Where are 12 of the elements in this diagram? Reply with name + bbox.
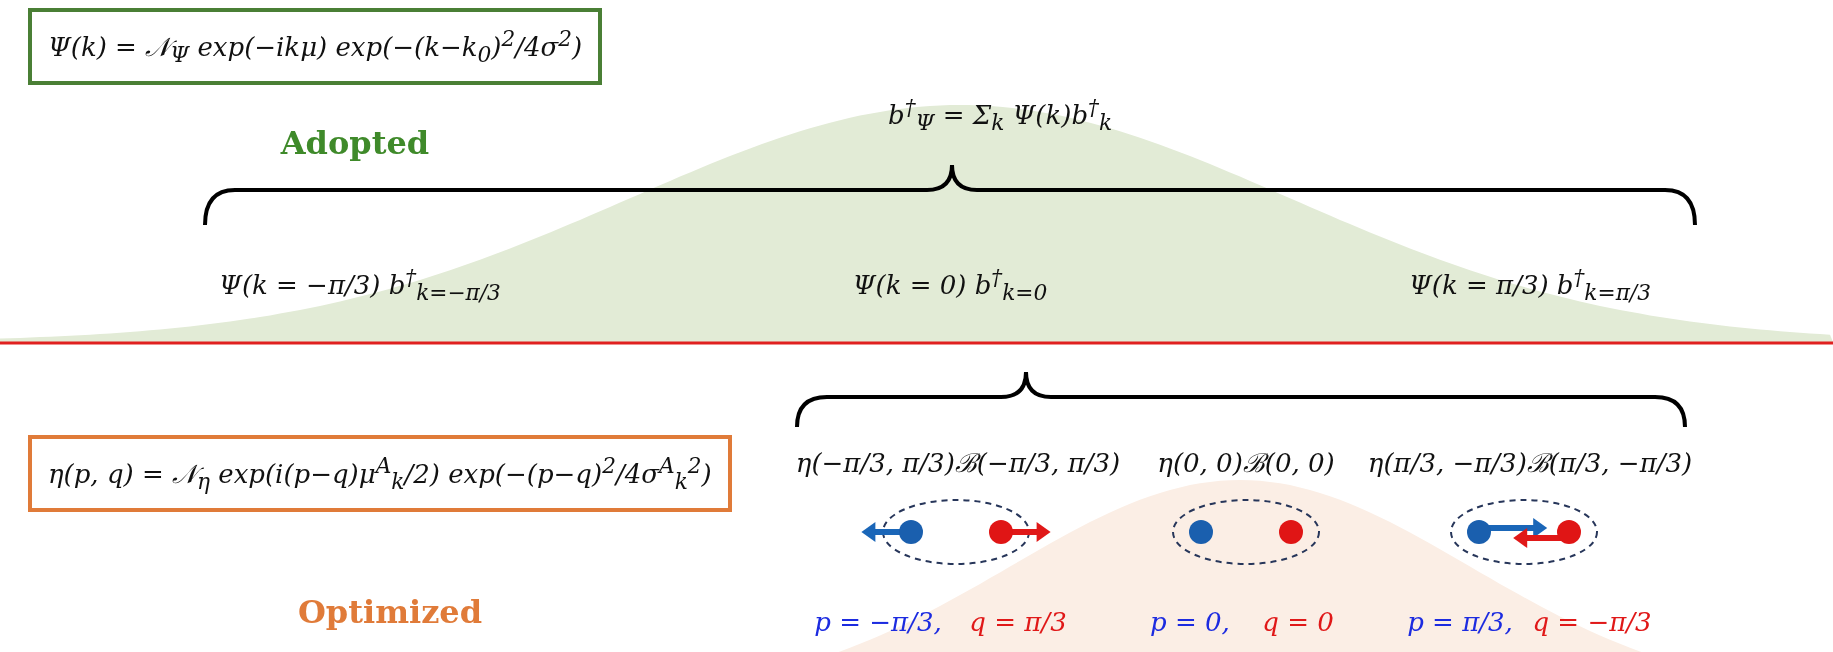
equation: p = 0, — [1150, 607, 1230, 637]
equation: η(−π/3, π/3)ℬ(−π/3, π/3) — [795, 447, 1121, 480]
equation: η(0, 0)ℬ(0, 0) — [1157, 447, 1335, 480]
equation: q = π/3 — [969, 607, 1067, 637]
equation: η(π/3, −π/3)ℬ(π/3, −π/3) — [1367, 447, 1693, 480]
equation: p = −π/3, — [814, 607, 942, 637]
caption-label: Optimized — [297, 593, 483, 631]
equation: Ψ(k) = 𝒩$_{Ψ}$ exp(−ikμ) exp(−(k−k$_{0}$)$^{2}$/4σ$^{2}$) — [48, 26, 583, 67]
equation: q = −π/3 — [1532, 607, 1652, 637]
equation: q = 0 — [1262, 607, 1334, 637]
equation: p = π/3, — [1407, 607, 1513, 637]
caption-label: Adopted — [280, 124, 430, 162]
